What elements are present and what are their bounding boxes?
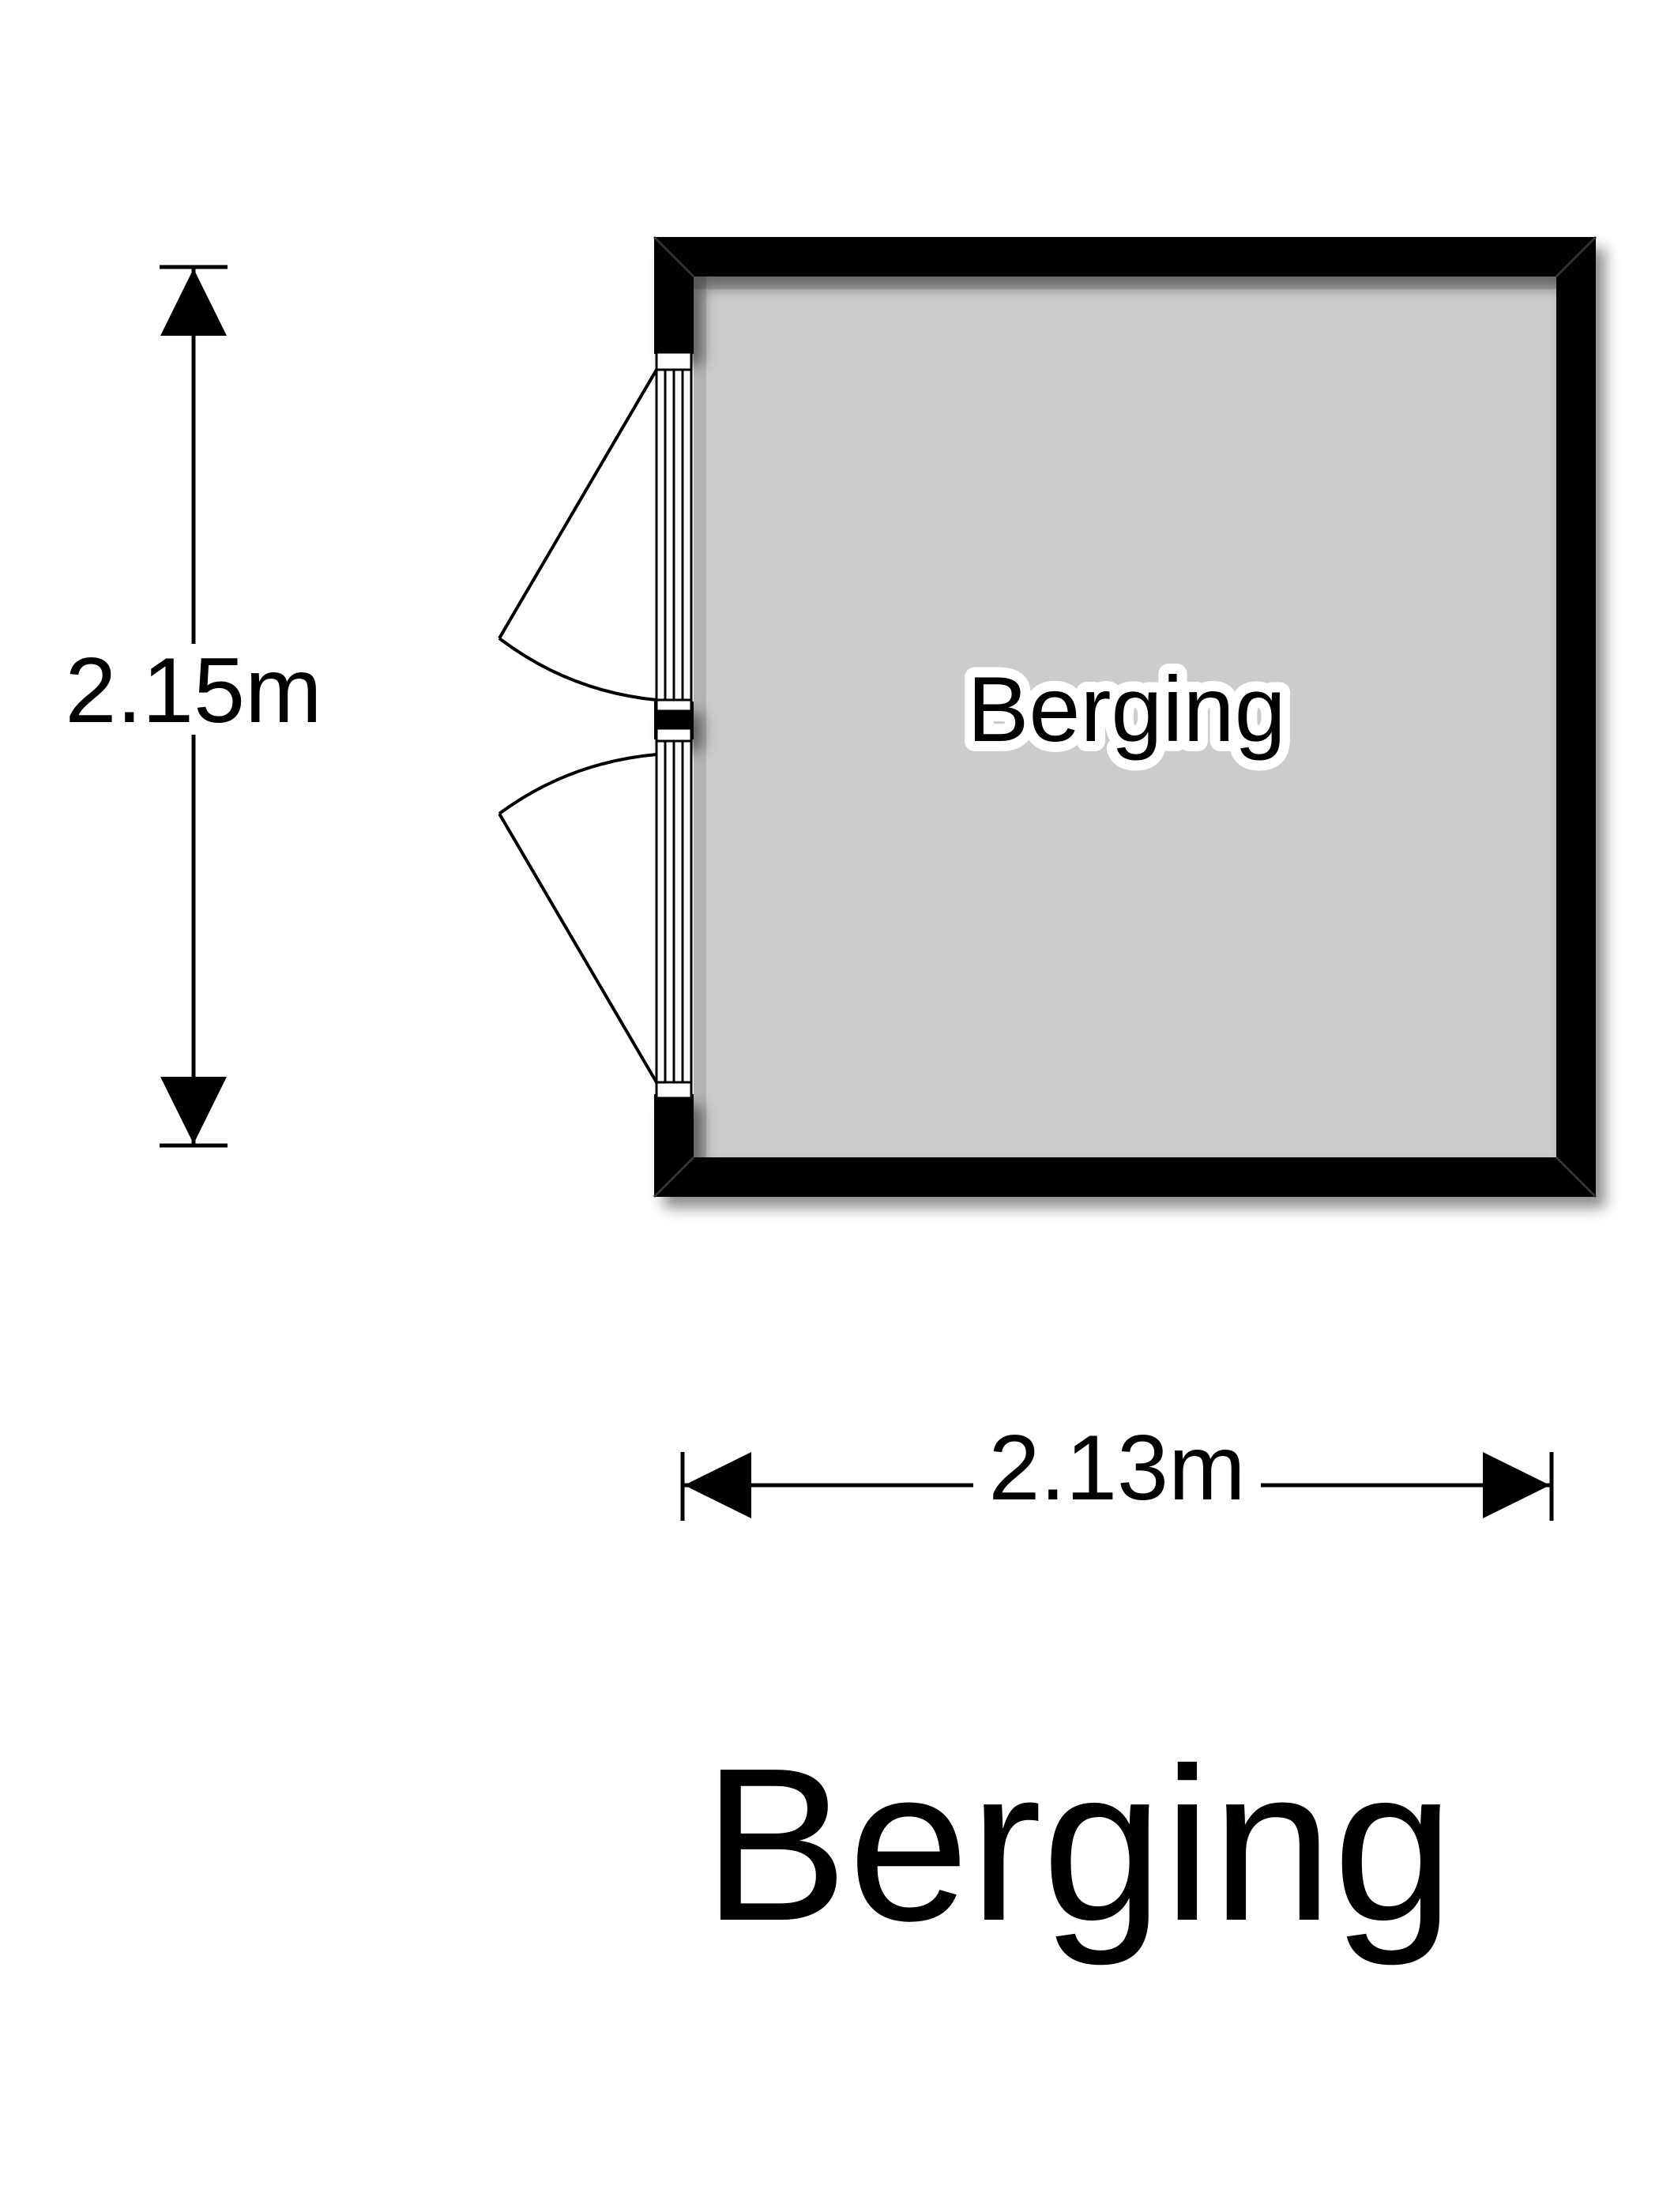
- width-dimension-label: 2.13m: [988, 1416, 1245, 1519]
- arrow-up-icon: [160, 269, 227, 336]
- floor-inner-shadow: [694, 276, 1556, 289]
- room-walls: [654, 237, 1596, 1197]
- floor-inner-shadow-left: [694, 276, 706, 1157]
- arrow-down-icon: [160, 1077, 227, 1144]
- room-name-label: Berging: [967, 657, 1285, 761]
- floor-title: Berging: [702, 1723, 1454, 1967]
- double-door: [655, 351, 693, 1100]
- wall-corner-mitres: [653, 235, 1597, 1198]
- height-dimension-label: 2.15m: [65, 638, 322, 742]
- arrow-right-icon: [1483, 1452, 1550, 1518]
- height-dimension: [160, 265, 228, 1148]
- door-swing-arcs: [498, 368, 658, 1084]
- width-dimension: [680, 1452, 1554, 1521]
- room-floor: [694, 276, 1556, 1157]
- arrow-left-icon: [684, 1452, 751, 1518]
